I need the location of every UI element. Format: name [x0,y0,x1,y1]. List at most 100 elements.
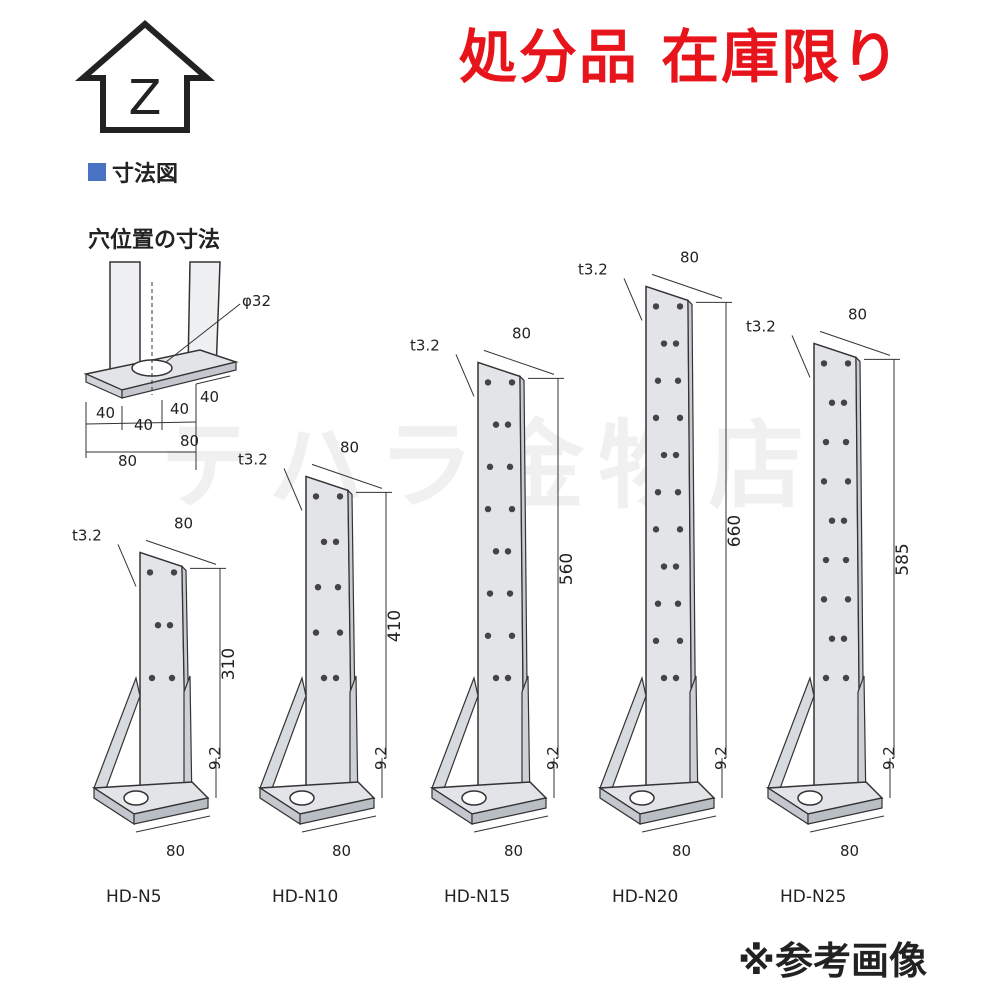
hole-dim-width: 80 [118,452,137,470]
bolt-hole-icon [504,674,512,682]
height-label: 310 [219,648,239,680]
base-edge-side [133,797,209,825]
house-logo-icon: Z [75,20,215,133]
height-label: 560 [557,553,577,585]
plate-front [645,285,693,789]
bolt-hole-icon [320,538,328,545]
width-dim-line [145,539,217,565]
base-width-label: 80 [840,842,859,860]
section-marker-icon [88,163,106,181]
model-name: HD-N20 [612,887,678,907]
bolt-hole-icon [822,556,830,564]
bolt-hole-icon [506,463,514,471]
bolt-hole-icon [508,632,516,639]
base-width-dim-line [809,815,885,833]
bolt-hole-icon [672,563,680,570]
bolt-hole-icon [842,556,850,564]
thickness-leader [455,354,475,397]
bolt-hole-icon [492,674,500,682]
bolt-hole-icon [506,590,514,597]
bolt-hole-icon [844,478,852,485]
bolt-hole-icon [654,489,662,496]
bolt-hole-icon [820,596,828,603]
bolt-hole-icon [676,303,684,310]
bolt-hole-icon [676,414,684,422]
bolt-hole-icon [486,590,494,597]
bolt-hole-icon [844,360,852,367]
bolt-hole-icon [674,489,682,496]
base-edge-side [639,797,715,825]
bolt-hole-icon [828,635,836,642]
plate-front [813,342,861,789]
bolt-hole-icon [312,493,320,500]
bolt-hole-icon [508,379,516,386]
base-offset-label: 9.2 [880,746,898,770]
plate-front [139,551,187,789]
thickness-leader [623,278,643,321]
width-label: 80 [174,514,193,532]
bolt-hole-icon [332,538,340,545]
base-width-dim-line [473,815,549,833]
bolt-hole-icon [486,463,494,471]
model-name: HD-N5 [106,887,162,907]
bolt-hole-icon [828,399,836,406]
thickness-label: t3.2 [746,317,776,335]
width-label: 80 [848,305,867,323]
bolt-hole-icon [676,637,684,645]
base-offset-label: 9.2 [712,746,730,770]
base-width-label: 80 [166,842,185,860]
logo-letter: Z [129,70,162,126]
width-label: 80 [680,248,699,266]
base-edge-side [807,797,883,825]
gusset-left [767,675,815,795]
thickness-leader [791,335,811,378]
width-dim-line [819,330,891,356]
anchor-hole-icon [461,790,487,806]
base-offset-label: 9.2 [544,746,562,770]
thickness-label: t3.2 [238,450,268,468]
hole-dim-d: 40 [200,388,219,406]
hole-dim-c: 40 [170,400,189,418]
bolt-hole-icon [170,569,178,576]
plate-front [477,361,525,789]
height-label: 660 [725,515,745,547]
hole-dim-b: 40 [134,416,153,434]
bolt-hole-icon [844,596,852,603]
bolt-hole-icon [672,340,680,347]
bolt-hole-icon [166,622,174,629]
bolt-hole-icon [828,517,836,524]
bolt-hole-icon [820,360,828,367]
bolt-hole-icon [148,674,156,682]
thickness-label: t3.2 [578,260,608,278]
bolt-hole-icon [314,584,322,591]
bolt-hole-icon [484,505,492,513]
width-label: 80 [512,324,531,342]
hole-position-diagram: φ32 40 40 40 40 80 80 [83,261,271,470]
bolt-hole-icon [320,674,328,682]
bolt-hole-icon [508,505,516,513]
base-width-label: 80 [672,842,691,860]
bolt-hole-icon [660,674,668,682]
hole-dim-a: 40 [96,404,115,422]
model-name: HD-N25 [780,887,846,907]
bolt-hole-icon [336,629,344,636]
thickness-leader [117,544,137,587]
bolt-hole-icon [674,377,682,384]
bolt-hole-icon [652,526,660,533]
anchor-hole-icon [123,790,149,806]
bolt-hole-icon [492,548,500,555]
width-label: 80 [340,438,359,456]
height-label: 410 [385,610,405,642]
bolt-hole-icon [654,600,662,607]
model-name: HD-N10 [272,887,338,907]
hole-position-heading: 穴位置の寸法 [88,228,221,253]
bolt-hole-icon [504,548,512,555]
bolt-hole-icon [822,438,830,446]
